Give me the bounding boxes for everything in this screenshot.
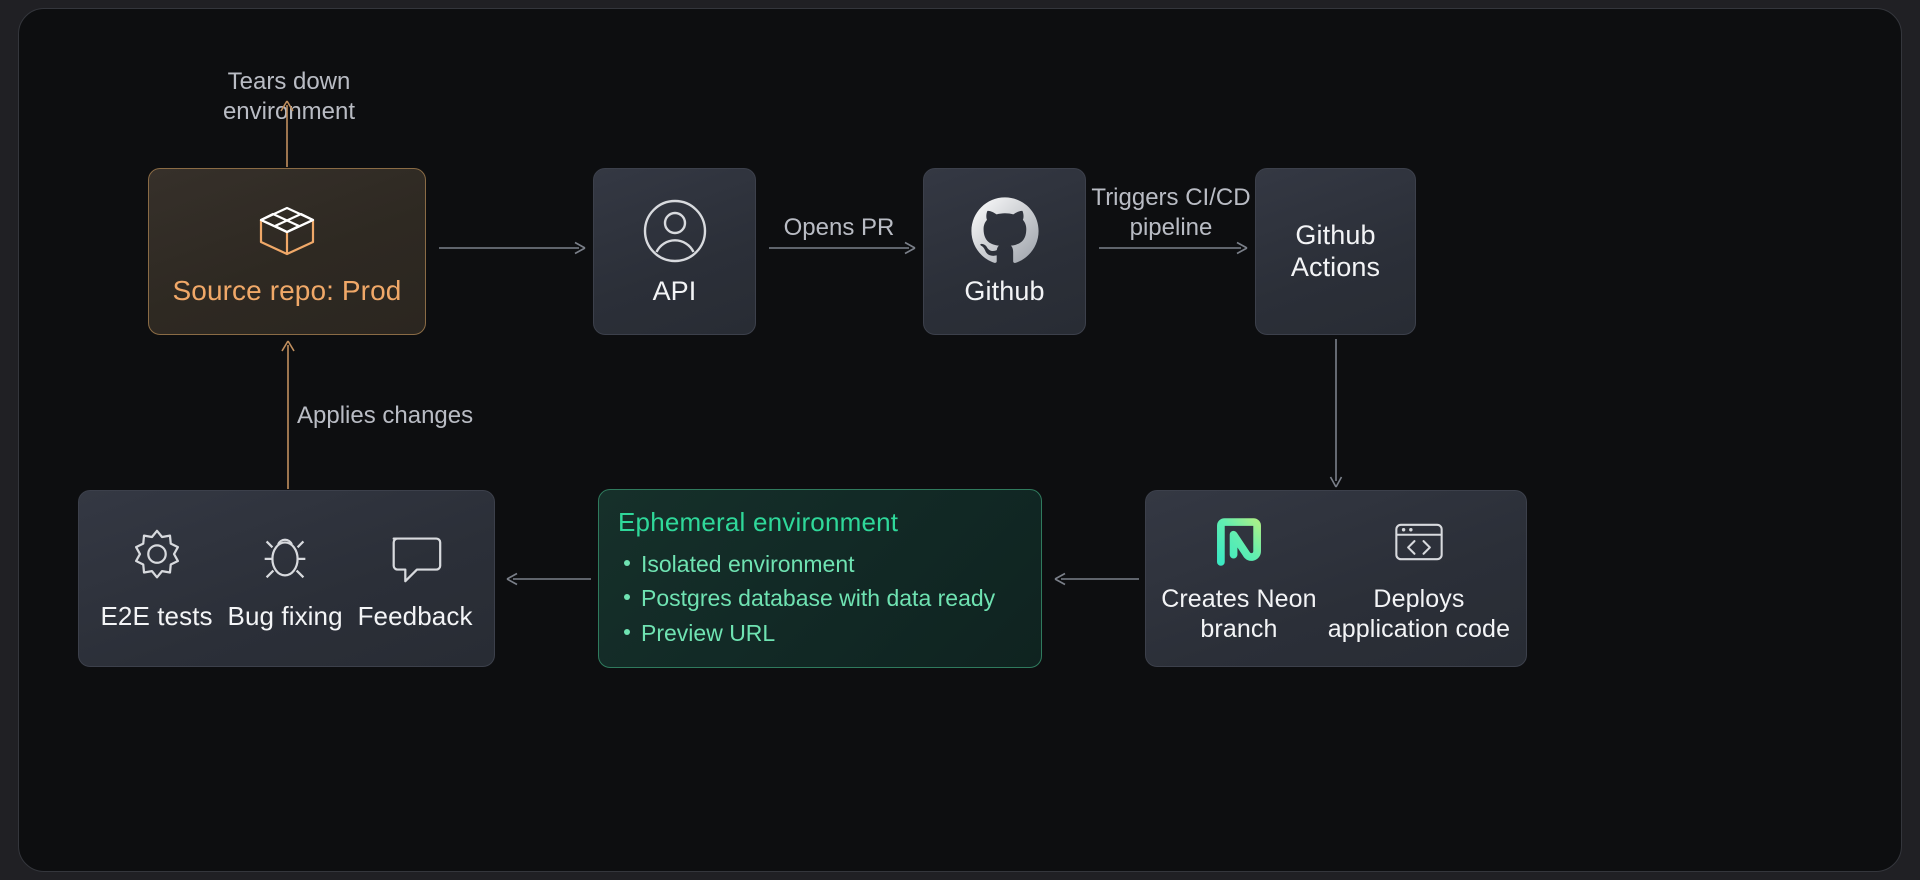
ephemeral-bullet: Postgres database with data ready	[618, 581, 995, 615]
speech-bubble-icon	[384, 525, 446, 587]
arrow-tears-down	[277, 99, 297, 169]
node-api[interactable]: API	[593, 168, 756, 335]
neon-item-label-deploy-code: Deploys application code	[1327, 585, 1511, 643]
ephemeral-bullet: Isolated environment	[618, 547, 995, 581]
neon-logo-icon	[1210, 513, 1268, 571]
arrow-api-to-github	[769, 241, 917, 255]
github-octocat-icon	[970, 196, 1040, 266]
diagram-canvas: Tears down environment Source repo: Prod	[19, 9, 1901, 871]
node-github[interactable]: Github	[923, 168, 1086, 335]
user-circle-icon	[640, 196, 710, 266]
node-label-api: API	[652, 275, 697, 306]
connector-label-tears-down: Tears down environment	[222, 68, 356, 125]
gear-icon	[126, 525, 188, 587]
arrow-applies-changes	[278, 339, 298, 491]
arrow-source-to-api	[439, 241, 587, 255]
node-github-actions[interactable]: Github Actions	[1255, 168, 1416, 335]
arrow-actions-to-neon	[1328, 339, 1344, 489]
node-tests-group[interactable]: E2E tests Bug fixing Feedback	[78, 490, 495, 667]
open-box-icon	[252, 196, 322, 262]
tests-item-bug[interactable]: Bug fixing	[228, 525, 343, 632]
node-label-github: Github	[964, 275, 1045, 306]
connector-label-applies-changes: Applies changes	[297, 402, 474, 429]
tests-item-label-feedback: Feedback	[357, 601, 473, 632]
tests-item-label-bug: Bug fixing	[227, 601, 343, 632]
ephemeral-bullet-list: Isolated environment Postgres database w…	[618, 547, 995, 649]
arrow-ephemeral-to-tests	[505, 572, 591, 586]
neon-item-label-create-branch: Creates Neon branch	[1161, 585, 1317, 643]
arrow-neon-to-ephemeral	[1053, 572, 1139, 586]
arrow-github-to-actions	[1099, 241, 1249, 255]
tests-item-e2e[interactable]: E2E tests	[100, 525, 213, 632]
browser-code-icon	[1390, 513, 1448, 571]
node-label-github-actions: Github Actions	[1290, 219, 1381, 282]
tests-item-feedback[interactable]: Feedback	[358, 525, 473, 632]
ephemeral-bullet: Preview URL	[618, 616, 995, 650]
node-ephemeral-environment[interactable]: Ephemeral environment Isolated environme…	[598, 489, 1042, 668]
neon-item-deploy-code[interactable]: Deploys application code	[1322, 513, 1516, 644]
bug-icon	[254, 525, 316, 587]
neon-item-create-branch[interactable]: Creates Neon branch	[1156, 513, 1322, 644]
node-source-repo[interactable]: Source repo: Prod	[148, 168, 426, 335]
tests-item-label-e2e: E2E tests	[100, 601, 213, 632]
node-neon-group[interactable]: Creates Neon branch Deploys application …	[1145, 490, 1527, 667]
connector-label-opens-pr: Opens PR	[783, 214, 895, 241]
ephemeral-title: Ephemeral environment	[618, 507, 899, 538]
connector-label-triggers-cicd: Triggers CI/CD pipeline	[1091, 184, 1251, 241]
node-label-source-repo: Source repo: Prod	[172, 274, 402, 306]
diagram-frame: Tears down environment Source repo: Prod	[18, 8, 1902, 872]
